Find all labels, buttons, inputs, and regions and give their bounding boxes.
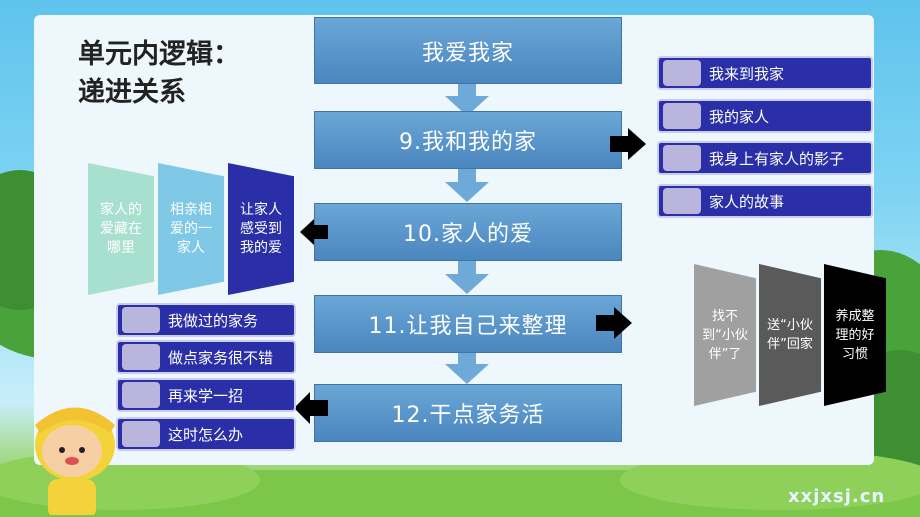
flow-box-unit: 我爱我家 (314, 17, 622, 84)
lesson10-topic: 相亲相爱的一家人 (158, 163, 224, 295)
lesson12-topic: 做点家务很不错 (116, 340, 296, 374)
flow-box-lesson-9: 9.我和我的家 (314, 111, 622, 169)
lesson12-topic: 再来学一招 (116, 378, 296, 412)
lesson9-topic: 我的家人 (657, 99, 873, 133)
flow-arrow (445, 274, 489, 294)
watermark: xxjxsj.cn (788, 486, 886, 507)
lesson9-topic: 我身上有家人的影子 (657, 141, 873, 175)
lesson12-topic: 这时怎么办 (116, 417, 296, 451)
arrow-left-icon (294, 392, 328, 424)
bullet-box-icon (122, 307, 160, 333)
lesson12-topic: 我做过的家务 (116, 303, 296, 337)
bullet-box-icon (663, 103, 701, 129)
lesson9-topic: 我来到我家 (657, 56, 873, 90)
flow-box-lesson-11: 11.让我自己来整理 (314, 295, 622, 353)
bullet-box-icon (122, 382, 160, 408)
bullet-box-icon (122, 421, 160, 447)
child-figure-icon (35, 407, 115, 515)
lesson11-topic: 送“小伙伴”回家 (759, 264, 821, 406)
page-title: 单元内逻辑： 递进关系 (78, 39, 240, 108)
bullet-box-icon (122, 344, 160, 370)
flow-box-lesson-10: 10.家人的爱 (314, 203, 622, 261)
flow-stem (458, 259, 476, 277)
bullet-box-icon (663, 60, 701, 86)
bullet-box-icon (663, 145, 701, 171)
lesson10-topic: 让家人感受到我的爱 (228, 163, 294, 295)
flow-arrow (445, 364, 489, 384)
lesson11-topic: 养成整理的好习惯 (824, 264, 886, 406)
flow-stem (458, 167, 476, 185)
arrow-right-icon (596, 307, 632, 339)
flow-stem (458, 82, 476, 100)
bullet-box-icon (663, 188, 701, 214)
lesson11-topic: 找不到“小伙伴”了 (694, 264, 756, 406)
arrow-right-icon (610, 128, 646, 160)
lesson10-topic: 家人的爱藏在哪里 (88, 163, 154, 295)
flow-box-lesson-12: 12.干点家务活 (314, 384, 622, 442)
lesson9-topic: 家人的故事 (657, 184, 873, 218)
arrow-left-icon (300, 219, 328, 245)
flow-arrow (445, 182, 489, 202)
